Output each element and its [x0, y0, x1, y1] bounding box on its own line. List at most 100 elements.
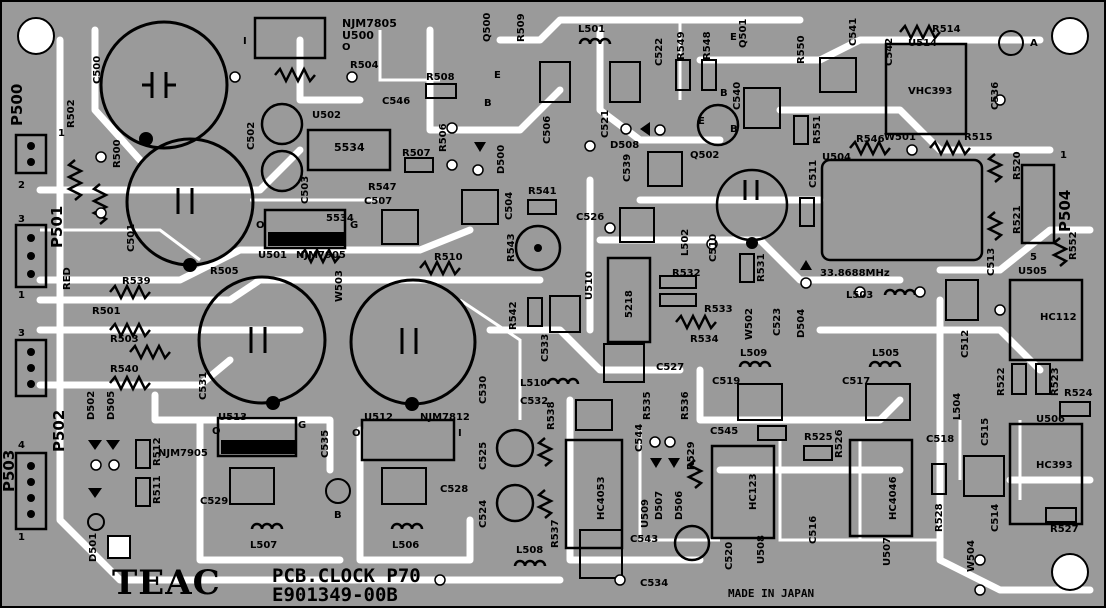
u513-pin-g: G: [298, 420, 307, 431]
u501-pin-g: G: [350, 220, 359, 231]
label-l501: L501: [578, 24, 606, 35]
label-r549: R549: [676, 31, 687, 60]
label-l505: L505: [872, 348, 900, 359]
label-d502: D502: [86, 390, 97, 420]
label-c536: C536: [990, 81, 1001, 110]
pin-1-p500: 1: [58, 128, 65, 139]
u501-pin-o: O: [256, 220, 265, 231]
label-c523: C523: [772, 307, 783, 336]
label-c532: C532: [520, 396, 549, 407]
label-r531: R531: [756, 253, 767, 282]
label-c504: C504: [504, 191, 515, 220]
label-r514: R514: [932, 24, 961, 35]
label-r507: R507: [402, 148, 431, 159]
fiducial-square: [107, 535, 131, 559]
label-c507: C507: [364, 196, 393, 207]
label-c518: C518: [926, 434, 955, 445]
label-c535: C535: [320, 429, 331, 458]
label-r550: R550: [796, 35, 807, 64]
label-d504: D504: [796, 308, 807, 338]
label-r528: R528: [934, 503, 945, 532]
label-u502: U502: [312, 110, 341, 121]
label-l510: L510: [520, 378, 548, 389]
label-c511: C511: [808, 159, 819, 188]
board-part-number: E901349-00B: [272, 584, 398, 606]
label-red: RED: [62, 267, 73, 290]
pin-1-p503: 1: [18, 532, 25, 543]
marker-a: A: [1030, 38, 1038, 49]
label-c514: C514: [990, 503, 1001, 532]
u512-pin-o: O: [352, 428, 361, 439]
label-r526: R526: [834, 429, 845, 458]
label-c513: C513: [986, 247, 997, 276]
label-hc123: HC123: [748, 473, 759, 510]
pin-1-p501: 1: [18, 290, 25, 301]
label-c520: C520: [724, 541, 735, 570]
q502-e: E: [698, 116, 705, 127]
label-hc4053: HC4053: [596, 476, 607, 520]
label-q502: Q502: [690, 150, 720, 161]
label-c502: C502: [246, 121, 257, 150]
label-u501: U501: [258, 250, 287, 261]
label-r505: R505: [210, 266, 239, 277]
pin-1-p504: 1: [1060, 150, 1067, 161]
cap-symbols: [142, 72, 759, 354]
label-r541: R541: [528, 186, 557, 197]
label-r504: R504: [350, 60, 379, 71]
connector-pins: [27, 142, 35, 518]
label-p503: P503: [0, 449, 18, 492]
label-r548: R548: [702, 31, 713, 60]
small-components: [135, 57, 1091, 579]
label-r542: R542: [508, 301, 519, 330]
label-c540: C540: [732, 81, 743, 110]
label-c506: C506: [542, 115, 553, 144]
label-njm7812: NJM7812: [420, 412, 470, 423]
label-d507: D507: [654, 490, 665, 520]
label-u512: U512: [364, 412, 393, 423]
label-c528: C528: [440, 484, 469, 495]
label-r529: R529: [686, 441, 697, 470]
q501-b: B: [720, 88, 728, 99]
label-c543: C543: [630, 534, 659, 545]
label-c533: C533: [540, 333, 551, 362]
label-p501: P501: [48, 205, 66, 248]
label-c512: C512: [960, 329, 971, 358]
connector-outlines: [14, 16, 1056, 531]
label-l502: L502: [680, 228, 691, 256]
label-u508: U508: [756, 535, 767, 564]
label-d505: D505: [106, 390, 117, 420]
label-r503: R503: [110, 334, 139, 345]
label-c501: C501: [126, 223, 137, 252]
label-c517: C517: [842, 376, 871, 387]
cap-polarity-dots: [139, 132, 758, 411]
copper-traces: [36, 16, 1094, 594]
label-c500: C500: [92, 55, 103, 84]
made-in-japan: MADE IN JAPAN: [728, 587, 815, 600]
resistor-zigzags: [66, 23, 1069, 519]
pin-4-p503: 4: [18, 440, 25, 451]
label-r506: R506: [438, 123, 449, 152]
label-c542: C542: [884, 37, 895, 66]
ic-outlines: [216, 42, 1084, 550]
diode-symbols: [88, 122, 812, 498]
label-u510: U510: [584, 271, 595, 300]
label-r551: R551: [812, 115, 823, 144]
label-hc4046: HC4046: [888, 476, 899, 520]
label-5534: 5534: [334, 141, 365, 154]
pin-2-p500: 2: [18, 180, 25, 191]
label-w502: W502: [744, 308, 755, 340]
label-c531: C531: [198, 371, 209, 400]
label-r520: R520: [1012, 151, 1023, 180]
label-njm7905b: NJM7905: [158, 448, 208, 459]
label-c521: C521: [600, 109, 611, 138]
label-hc393: HC393: [1036, 460, 1073, 471]
label-c522: C522: [654, 37, 665, 66]
label-c503: C503: [300, 175, 311, 204]
label-ic5218: 5218: [624, 290, 635, 318]
label-njm7805: NJM7805: [342, 17, 397, 30]
label-c515: C515: [980, 417, 991, 446]
label-r511: R511: [152, 475, 163, 504]
crystal-outline: [821, 159, 983, 261]
